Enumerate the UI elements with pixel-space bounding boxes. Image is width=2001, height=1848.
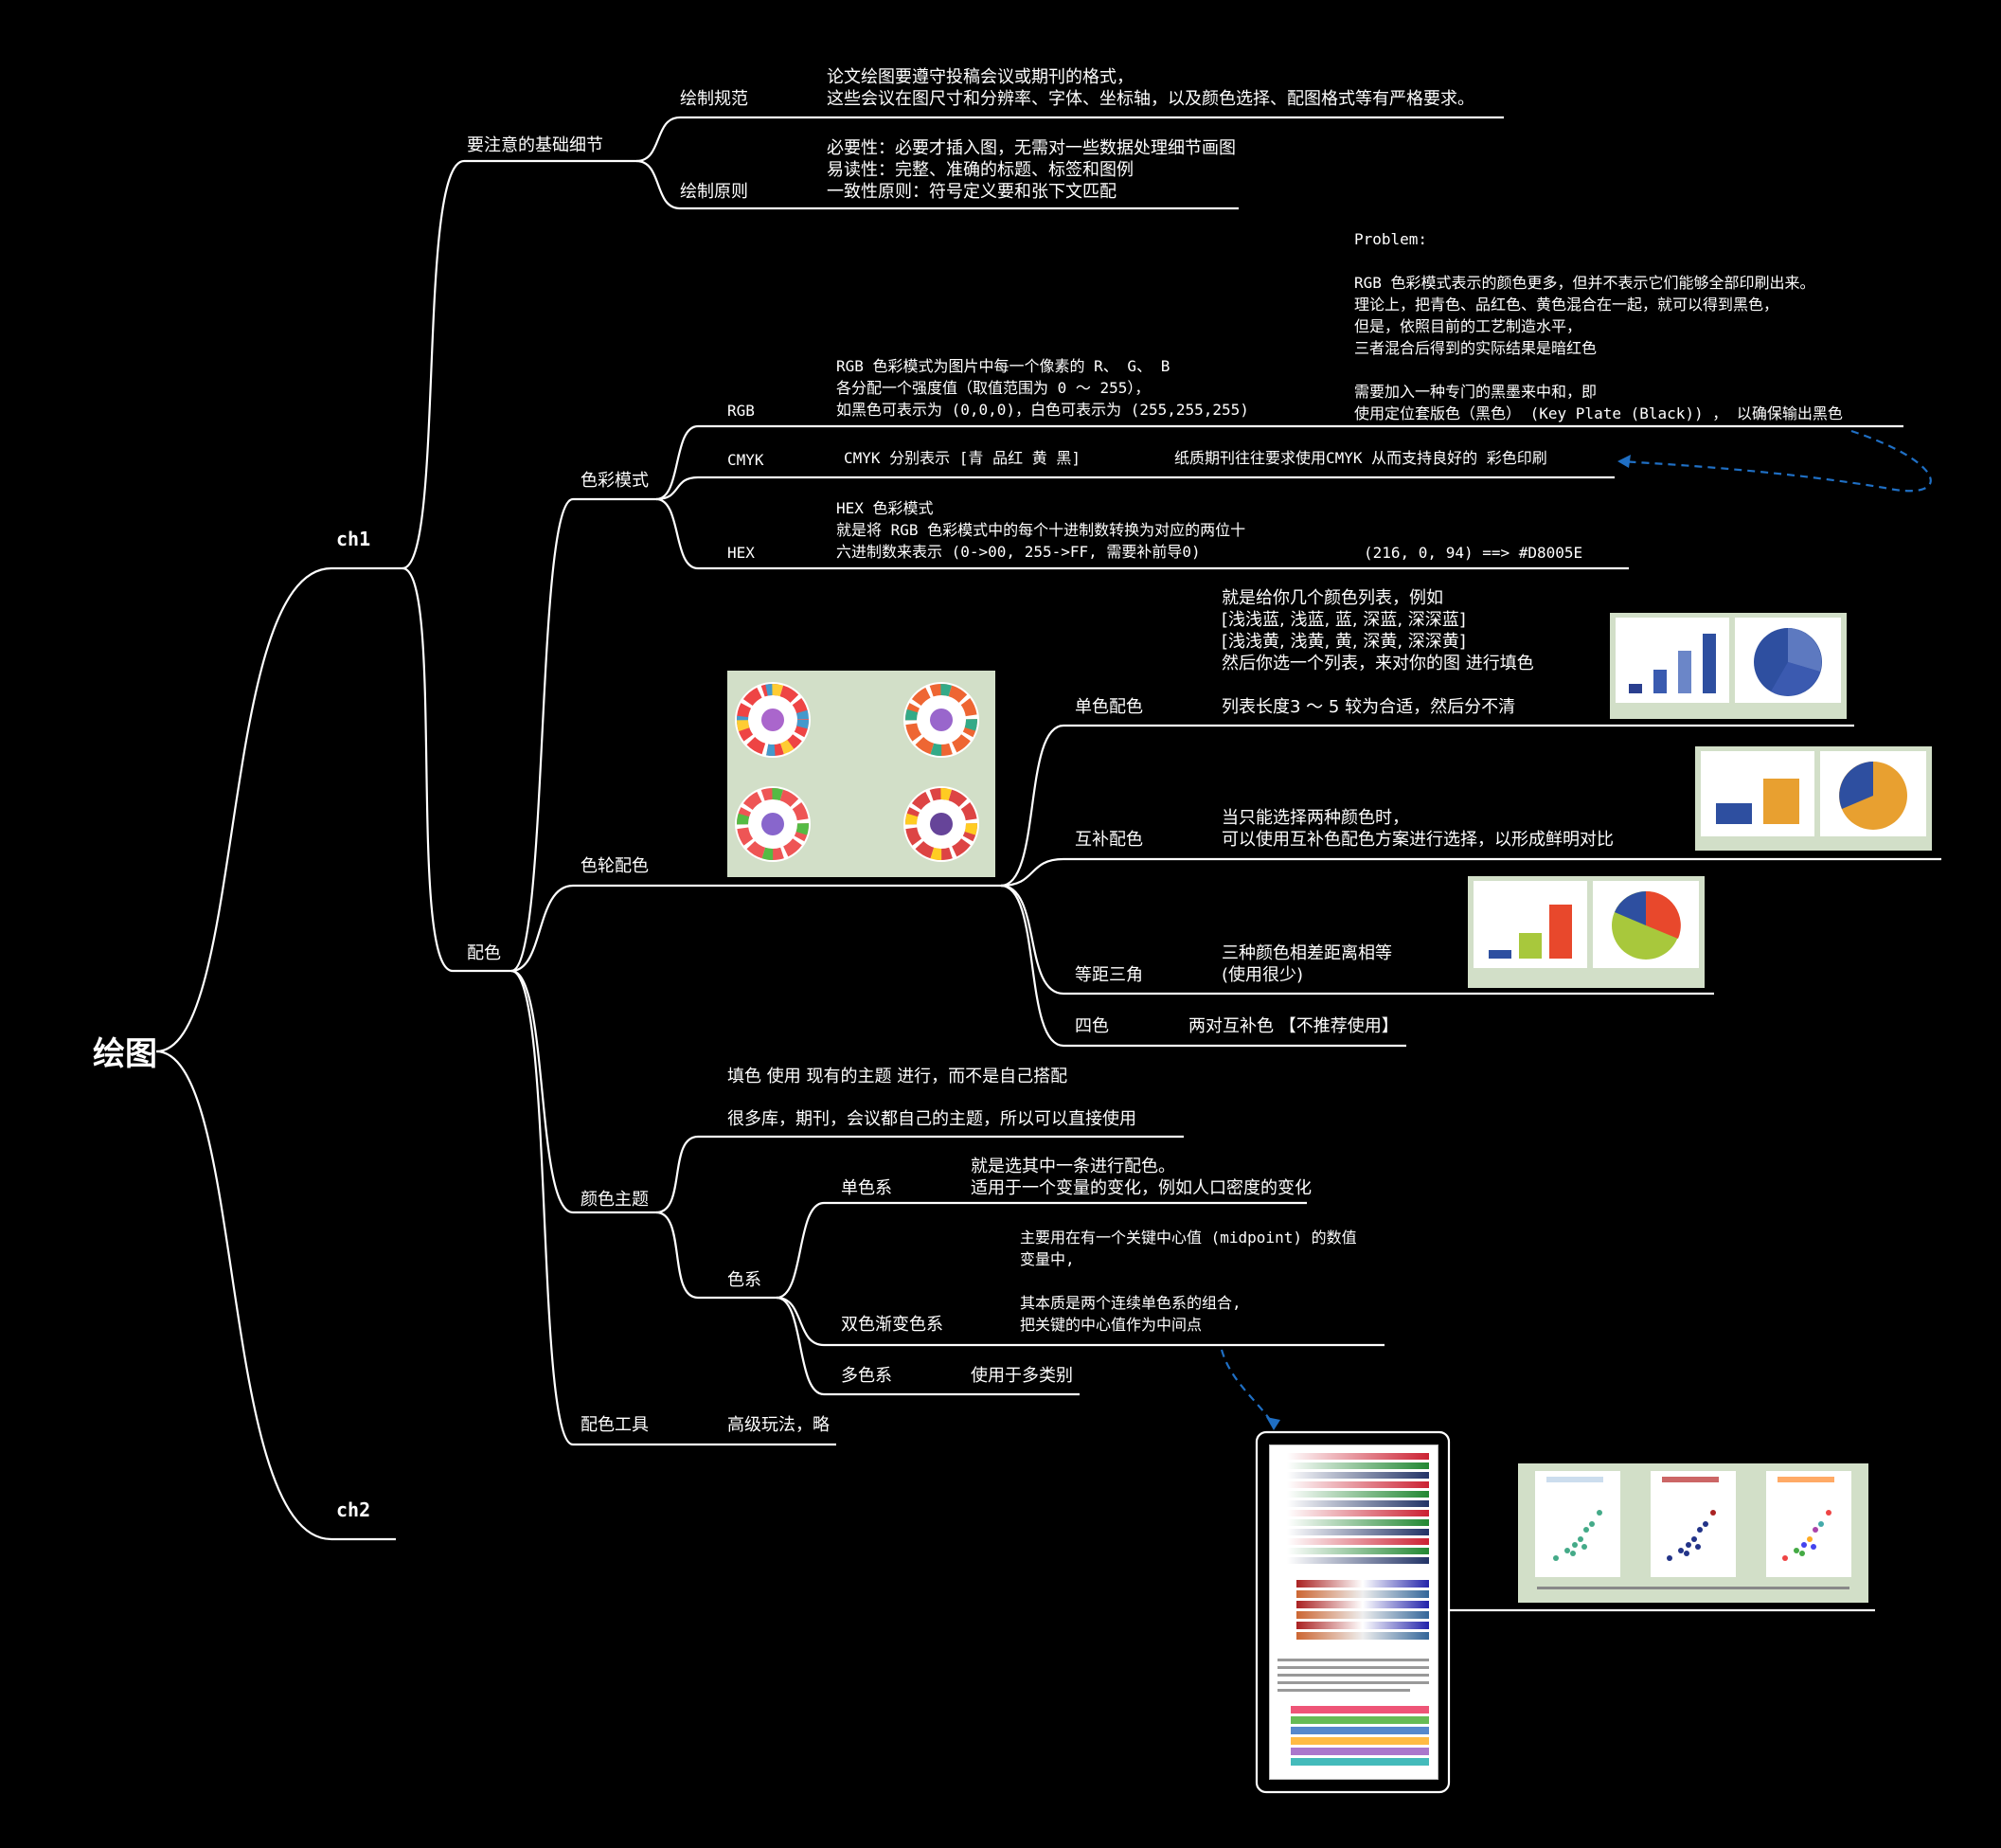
wheel-3 (735, 786, 811, 862)
single-series-text: 就是选其中一条进行配色。 适用于一个变量的变化，例如人口密度的变化 (971, 1157, 1312, 1198)
ch2-node[interactable]: ch2 (336, 1498, 371, 1521)
multi-series-text: 使用于多类别 (971, 1366, 1073, 1386)
rgb-node[interactable]: RGB (727, 402, 755, 420)
wheel-1 (735, 682, 811, 758)
four-color-text: 两对互补色 【不推荐使用】 (1188, 1016, 1399, 1036)
scatter-single (1535, 1471, 1620, 1577)
mono-example-image (1610, 613, 1847, 719)
triangle-node[interactable]: 等距三角 (1075, 965, 1143, 985)
cmyk-node[interactable]: CMYK (727, 451, 764, 469)
dual-series-text: 主要用在有一个关键中心值 (midpoint) 的数值 变量中, 其本质是两个连… (1020, 1229, 1357, 1334)
complement-example-image (1695, 746, 1932, 851)
multi-series-node[interactable]: 多色系 (841, 1366, 892, 1386)
hex-node[interactable]: HEX (727, 544, 755, 562)
sequential-colormaps (1287, 1453, 1429, 1564)
ch1-node[interactable]: ch1 (336, 528, 371, 550)
rgb-problem-text: Problem: RGB 色彩模式表示的颜色更多，但并不表示它们能够全部印刷出来… (1354, 230, 1843, 422)
complement-text: 当只能选择两种颜色时， 可以使用互补色配色方案进行选择，以形成鲜明对比 (1222, 808, 1614, 850)
wheel-2 (903, 682, 979, 758)
triangle-example-image (1468, 876, 1705, 988)
spec-node[interactable]: 绘制规范 (680, 89, 748, 109)
colormap-document-image (1269, 1444, 1438, 1780)
mono-text: 就是给你几个颜色列表，例如 [浅浅蓝, 浅蓝, 蓝, 深蓝, 深深蓝] [浅浅黄… (1222, 588, 1534, 717)
color-wheel-node[interactable]: 色轮配色 (581, 856, 649, 876)
four-color-node[interactable]: 四色 (1075, 1016, 1109, 1036)
complement-node[interactable]: 互补配色 (1075, 830, 1143, 850)
color-theme-node[interactable]: 颜色主题 (581, 1190, 649, 1210)
scatter-multi (1766, 1471, 1851, 1577)
principle-node[interactable]: 绘制原则 (680, 182, 748, 202)
hex-example: (216, 0, 94) ==> #D8005E (1364, 544, 1583, 562)
mono-node[interactable]: 单色配色 (1075, 697, 1143, 717)
color-series-node[interactable]: 色系 (727, 1270, 761, 1290)
color-wheel-image (727, 671, 995, 877)
qualitative-colormaps (1291, 1706, 1429, 1766)
dual-series-node[interactable]: 双色渐变色系 (841, 1315, 943, 1335)
root-node[interactable]: 绘图 (93, 1035, 157, 1073)
triangle-text: 三种颜色相差距离相等 (使用很少) (1222, 943, 1392, 985)
rgb-text: RGB 色彩模式为图片中每一个像素的 R、 G、 B 各分配一个强度值（取值范围… (836, 357, 1249, 419)
color-mode-node[interactable]: 色彩模式 (581, 471, 649, 491)
color-tool-node[interactable]: 配色工具 (581, 1415, 649, 1435)
cmyk-note: 纸质期刊往往要求使用CMYK 从而支持良好的 彩色印刷 (1174, 449, 1547, 467)
scatter-diverging (1651, 1471, 1736, 1577)
wheel-4 (903, 786, 979, 862)
theme-line-1: 填色 使用 现有的主题 进行，而不是自己搭配 (727, 1067, 1068, 1086)
single-series-node[interactable]: 单色系 (841, 1178, 892, 1198)
diverging-colormaps (1296, 1580, 1429, 1640)
color-node[interactable]: 配色 (467, 943, 501, 963)
scatter-examples-image (1518, 1463, 1868, 1603)
cmyk-text: CMYK 分别表示 [青 品红 黄 黑] (844, 449, 1081, 467)
hex-text: HEX 色彩模式 就是将 RGB 色彩模式中的每个十进制数转换为对应的两位十 六… (836, 499, 1246, 561)
basics-node[interactable]: 要注意的基础细节 (467, 135, 603, 155)
principle-text: 必要性：必要才插入图，无需对一些数据处理细节画图 易读性：完整、准确的标题、标签… (827, 138, 1236, 202)
theme-line-2: 很多库，期刊，会议都自己的主题，所以可以直接使用 (727, 1109, 1136, 1129)
color-tool-text: 高级玩法，略 (727, 1415, 830, 1435)
spec-text: 论文绘图要遵守投稿会议或期刊的格式， 这些会议在图尺寸和分辨率、字体、坐标轴，以… (827, 67, 1474, 109)
